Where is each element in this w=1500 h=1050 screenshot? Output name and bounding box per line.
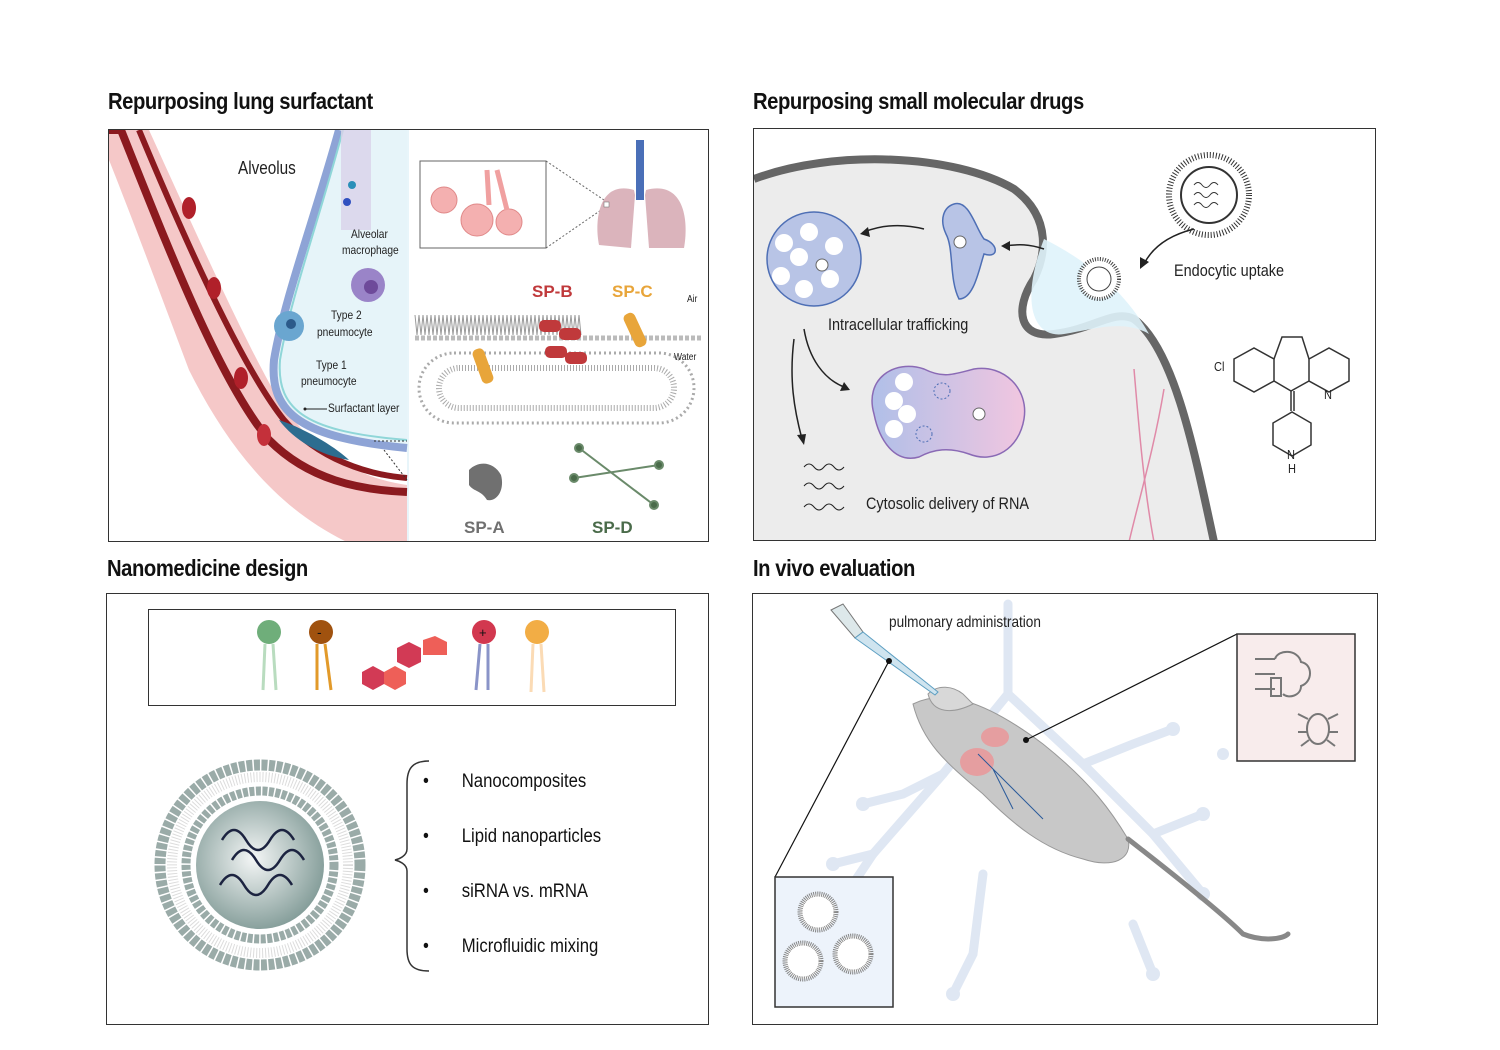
lnp-outer-shell <box>154 759 366 971</box>
surfactant-vesicle-inner <box>436 365 677 411</box>
escape-arrow <box>791 338 803 440</box>
neutral-lipid-icon <box>257 620 281 691</box>
red-blood-cell <box>234 367 248 389</box>
bullet-item: Microfluidic mixing <box>423 936 601 991</box>
helper-lipid-icon <box>525 620 549 693</box>
red-blood-cell <box>257 424 271 446</box>
svg-text:+: + <box>479 625 487 640</box>
endosome-arrow <box>803 328 845 388</box>
mouse-tail <box>1125 836 1291 942</box>
lipid-components-box: - + <box>148 609 676 706</box>
spc-protein <box>623 312 647 348</box>
svg-text:-: - <box>317 624 322 640</box>
bacteria-icon <box>1297 713 1339 747</box>
red-blood-cell <box>182 197 196 219</box>
late-endosome <box>871 365 1026 459</box>
panel-invivo: pulmonary administration <box>752 593 1378 1025</box>
cholesterol-icon <box>362 636 447 690</box>
lnp-in-lungs <box>782 891 874 982</box>
lnp-inset-box <box>774 876 894 1008</box>
spb-protein <box>539 320 587 364</box>
cytosolic-delivery-label: Cytosolic delivery of RNA <box>866 494 1030 513</box>
lnp-core <box>196 801 324 929</box>
type2-label-1: Type 2 <box>331 308 362 322</box>
panel-title-nanomedicine: Nanomedicine design <box>107 555 308 581</box>
lung-left <box>960 748 994 776</box>
rna-strand <box>803 463 845 471</box>
rna-strand <box>803 503 845 511</box>
mouse-illustration <box>774 599 1356 1008</box>
alveolus-illustration <box>109 130 708 541</box>
disease-inset-box <box>1236 633 1356 762</box>
panel-title-drugs: Repurposing small molecular drugs <box>753 88 1084 114</box>
air-label: Air <box>687 294 698 305</box>
spb-label: SP-B <box>532 282 573 301</box>
cell-cytoplasm <box>754 159 1214 540</box>
spa-protein <box>469 463 503 501</box>
surfactant-layer <box>278 130 408 441</box>
pipette-icon <box>830 603 939 696</box>
lnp-inner-shell <box>181 786 339 944</box>
intracellular-trafficking-label: Intracellular trafficking <box>828 315 969 334</box>
hydrogen-atom-label: H <box>1288 461 1296 476</box>
panel-nanomedicine: - + <box>106 593 709 1025</box>
nh-atom-label: N <box>1287 447 1295 462</box>
panel-title-surfactant: Repurposing lung surfactant <box>108 88 373 114</box>
water-label: Water <box>674 352 697 363</box>
design-list: Nanocomposites Lipid nanoparticles siRNA… <box>423 771 625 991</box>
administration-label: pulmonary administration <box>889 614 1041 631</box>
bullet-item: Lipid nanoparticles <box>423 826 601 881</box>
mouse-body <box>912 697 1130 864</box>
desloratadine-structure <box>1233 336 1350 457</box>
spc-label: SP-C <box>612 282 653 301</box>
lung-disease-icon <box>1255 650 1311 698</box>
type1-label-2: pneumocyte <box>301 374 357 388</box>
panel-surfactant: Alveolus Alveolar macrophage Type 2 pneu… <box>108 129 709 542</box>
trachea <box>636 140 644 200</box>
lung-right <box>981 727 1009 747</box>
alveolar-wall <box>269 130 408 452</box>
type2-label-2: pneumocyte <box>317 325 373 339</box>
panel-title-invivo: In vivo evaluation <box>753 555 915 581</box>
endothelial-cell <box>279 420 349 460</box>
cell-membrane <box>754 155 1218 540</box>
chlorine-atom-label: Cl <box>1214 359 1225 374</box>
airway-tree <box>828 599 1208 999</box>
panel-drugs: Endocytic uptake Intracellular trafficki… <box>753 128 1376 541</box>
uptake-arrow <box>1143 228 1195 265</box>
right-lung <box>645 188 686 248</box>
blood-vessels <box>977 753 1044 820</box>
type1-label-1: Type 1 <box>316 358 347 372</box>
nitrogen-atom-label: N <box>1324 387 1332 402</box>
spd-label: SP-D <box>592 518 633 537</box>
rna-strand <box>803 482 845 490</box>
mrna-icon <box>218 828 306 897</box>
alveolus-label: Alveolus <box>238 158 296 178</box>
spc-protein <box>472 348 494 384</box>
trafficking-arrow <box>863 224 925 233</box>
bullet-item: Nanocomposites <box>423 771 601 826</box>
cationic-lipid-icon: + <box>472 620 496 691</box>
macrophage-label-1: Alveolar <box>351 227 388 241</box>
cell-uptake-illustration <box>754 152 1350 540</box>
endocytic-uptake-label: Endocytic uptake <box>1174 261 1285 280</box>
early-endosome <box>942 202 996 300</box>
red-blood-cell <box>207 277 221 299</box>
lipid-components: - + <box>257 620 549 693</box>
bullet-item: siRNA vs. mRNA <box>423 881 601 936</box>
anionic-lipid-icon: - <box>309 620 333 691</box>
alveolus-space <box>273 130 407 450</box>
spa-label: SP-A <box>464 518 505 537</box>
macrophage-label-2: macrophage <box>342 243 399 257</box>
spd-protein <box>569 443 664 510</box>
surfactant-layer-label: Surfactant layer <box>328 401 400 415</box>
